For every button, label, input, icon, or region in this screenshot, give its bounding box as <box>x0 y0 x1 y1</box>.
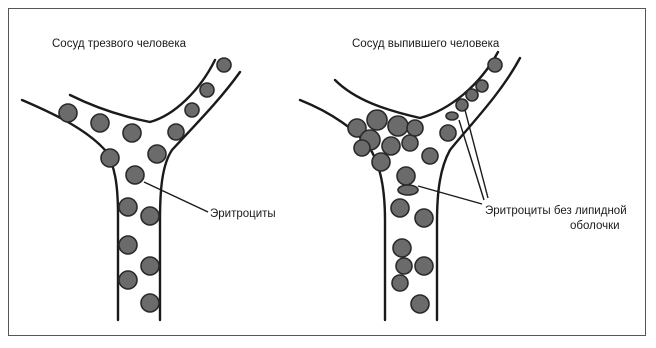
cell <box>476 80 488 92</box>
cell <box>446 112 458 120</box>
cell <box>148 145 166 163</box>
cell <box>396 258 412 274</box>
cell <box>119 271 137 289</box>
cell <box>91 114 109 132</box>
drunk-vessel-title: Сосуд выпившего человека <box>352 38 500 50</box>
cell <box>415 257 433 275</box>
sober-vessel-right-wall <box>160 72 240 320</box>
cell <box>488 58 502 72</box>
drunk-vessel-panel: Сосуд выпившего человека <box>300 38 627 320</box>
cell <box>200 83 214 97</box>
cell <box>440 125 456 141</box>
cell <box>123 124 141 142</box>
cell <box>185 103 199 117</box>
sober-vessel-panel: Сосуд трезвого человека Эритроциты <box>22 38 276 320</box>
cell <box>388 116 408 136</box>
sober-red-blood-cells <box>59 58 231 312</box>
drunk-label-pointer-3 <box>465 110 488 198</box>
cell <box>101 149 119 167</box>
sober-vessel-title: Сосуд трезвого человека <box>52 38 187 50</box>
drunk-cells-label-line1: Эритроциты без липидной <box>485 205 627 217</box>
cell <box>393 239 411 257</box>
cell <box>466 89 478 101</box>
cell <box>398 185 418 195</box>
drunk-label-pointer-2 <box>459 120 484 200</box>
drunk-label-pointer-1 <box>418 186 482 204</box>
cell <box>168 124 184 140</box>
cell <box>415 209 433 227</box>
cell <box>407 120 423 136</box>
cell <box>367 110 387 130</box>
cell <box>382 137 400 155</box>
sober-cells-label: Эритроциты <box>210 208 276 220</box>
cell <box>456 99 468 111</box>
cell <box>217 58 231 72</box>
cell <box>141 257 159 275</box>
cell <box>392 275 408 291</box>
sober-vessel-outer-left-wall <box>22 100 118 320</box>
drunk-vessel-top-wall <box>335 52 498 118</box>
cell <box>59 104 77 122</box>
cell <box>141 294 159 312</box>
cell <box>119 198 137 216</box>
cell <box>141 207 159 225</box>
drunk-cells-label-line2: оболочки <box>570 220 620 232</box>
cell <box>372 153 390 171</box>
cell <box>119 236 137 254</box>
cell <box>422 148 438 164</box>
cell <box>126 166 144 184</box>
cell <box>391 199 409 217</box>
drunk-vessel-right-wall <box>437 58 520 320</box>
cell <box>397 167 415 185</box>
cell <box>354 140 370 156</box>
cell <box>402 135 418 151</box>
cell <box>411 295 429 313</box>
